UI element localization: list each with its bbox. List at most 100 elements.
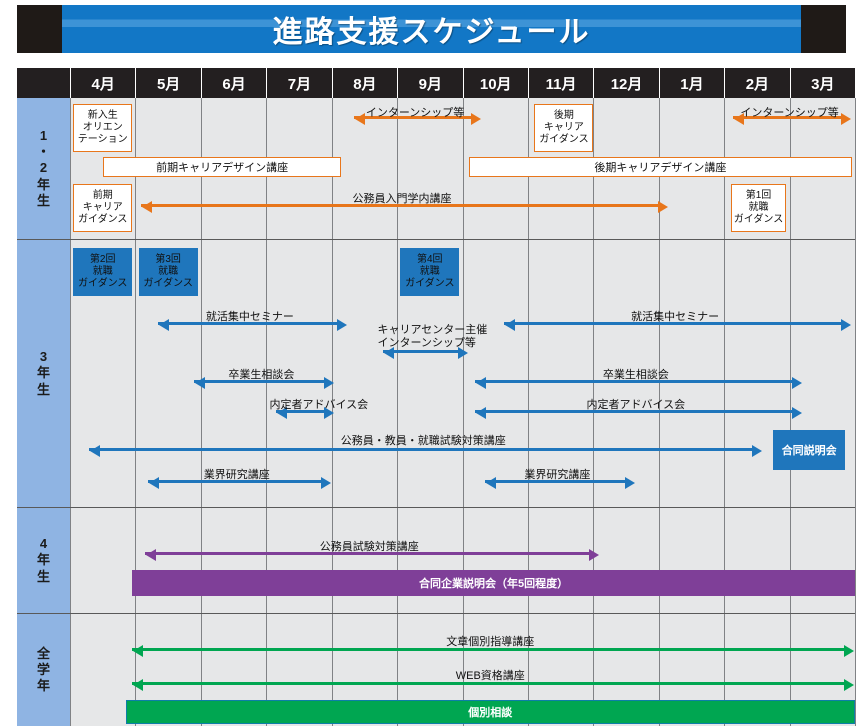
arrow-head-icon	[132, 645, 143, 657]
grid-line-5	[397, 98, 399, 726]
month-header-7: 10月	[462, 68, 528, 98]
grid-line-12	[855, 98, 856, 726]
schedule-item-box: 新入生オリエンテーション	[73, 104, 133, 152]
schedule-item-band: 前期キャリアデザイン講座	[102, 157, 342, 177]
arrow-head-icon	[471, 113, 482, 125]
arrow-head-icon	[148, 477, 159, 489]
schedule-item-arrow	[141, 204, 663, 207]
schedule-item-label: 就活集中セミナー	[631, 311, 720, 323]
schedule-item-arrow	[131, 648, 849, 651]
arrow-head-icon	[142, 201, 153, 213]
schedule-item-arrow	[275, 410, 329, 413]
arrow-head-icon	[505, 319, 516, 331]
month-header-1: 4月	[70, 68, 135, 98]
schedule-item-label: キャリアセンター主催インターンシップ等	[377, 324, 488, 349]
schedule-item-band: 後期キャリアデザイン講座	[469, 157, 852, 177]
arrow-head-icon	[194, 377, 205, 389]
schedule-item-label: 内定者アドバイス会	[269, 399, 369, 411]
arrow-head-icon	[840, 113, 851, 125]
schedule-item-label: 内定者アドバイス会	[586, 399, 686, 411]
arrow-head-icon	[476, 377, 487, 389]
schedule-item-solid-bar: 合同説明会	[773, 430, 846, 470]
schedule-item-arrow	[383, 350, 464, 353]
schedule-item-box: 第1回就職ガイダンス	[730, 184, 787, 232]
schedule-item-label: 卒業生相談会	[602, 369, 669, 381]
schedule-item-label: 公務員入門学内講座	[352, 193, 452, 205]
arrow-head-icon	[355, 113, 366, 125]
schedule-item-label: 合同企業説明会（年5回程度）	[419, 578, 569, 590]
schedule-item-arrow	[147, 480, 326, 483]
schedule-item-label: 業界研究講座	[524, 469, 591, 481]
arrow-head-icon	[90, 445, 101, 457]
arrow-head-icon	[323, 407, 334, 419]
schedule-item-label: 新入生オリエンテーション	[77, 110, 128, 145]
month-header-6: 9月	[397, 68, 462, 98]
schedule-item-arrow	[157, 322, 343, 325]
grid-line-1	[135, 98, 137, 726]
schedule-item-label: 公務員試験対策講座	[319, 541, 419, 553]
schedule-item-arrow	[733, 116, 846, 119]
schedule-item-arrow	[475, 410, 797, 413]
row-label-text-all: 全学年	[36, 645, 50, 694]
arrow-head-icon	[132, 679, 143, 691]
schedule-item-label: 業界研究講座	[203, 469, 270, 481]
schedule-item-label: 前期キャリアガイダンス	[78, 190, 128, 225]
arrow-head-icon	[657, 201, 668, 213]
month-header-11: 2月	[724, 68, 789, 98]
arrow-head-icon	[791, 377, 802, 389]
month-header-2: 5月	[135, 68, 200, 98]
schedule-item-label: 卒業生相談会	[228, 369, 295, 381]
schedule-item-arrow	[193, 380, 329, 383]
arrow-head-icon	[320, 477, 331, 489]
schedule-item-arrow	[89, 448, 758, 451]
schedule-item-label: 前期キャリアデザイン講座	[156, 162, 289, 174]
schedule-item-label: 第4回就職ガイダンス	[405, 254, 455, 289]
schedule-item-arrow	[475, 380, 797, 383]
grid-line-0	[70, 98, 71, 726]
schedule-item-box: 前期キャリアガイダンス	[73, 184, 133, 232]
arrow-head-icon	[624, 477, 635, 489]
schedule-item-label: 就活集中セミナー	[205, 311, 294, 323]
schedule-item-box: 第4回就職ガイダンス	[400, 248, 460, 296]
month-header-12: 3月	[789, 68, 855, 98]
row-label-all: 全学年	[17, 614, 70, 726]
arrow-head-icon	[734, 113, 745, 125]
schedule-item-label: 第1回就職ガイダンス	[733, 190, 784, 225]
month-header-4: 7月	[266, 68, 331, 98]
grid-line-3	[266, 98, 268, 726]
month-header-10: 1月	[658, 68, 724, 98]
arrow-head-icon	[485, 477, 496, 489]
schedule-item-box: 第2回就職ガイダンス	[73, 248, 133, 296]
schedule-item-box: 後期キャリアガイダンス	[534, 104, 594, 152]
arrow-head-icon	[337, 319, 348, 331]
title-banner: 進路支援スケジュール	[17, 5, 846, 53]
schedule-item-label: インターンシップ等	[740, 107, 839, 119]
schedule-item-label: 後期キャリアデザイン講座	[594, 162, 727, 174]
schedule-item-label: 合同説明会	[781, 445, 837, 457]
schedule-item-label: WEB資格講座	[455, 670, 525, 682]
schedule-item-solid-bar: 合同企業説明会（年5回程度）	[132, 570, 855, 596]
arrow-head-icon	[791, 407, 802, 419]
schedule-item-arrow	[131, 682, 849, 685]
schedule-item-arrow	[354, 116, 477, 119]
grid-line-6	[462, 98, 464, 726]
schedule-item-label: 第3回就職ガイダンス	[143, 254, 193, 289]
grid-line-2	[200, 98, 202, 726]
arrow-head-icon	[384, 347, 395, 359]
schedule-item-label: 公務員・教員・就職試験対策講座	[340, 435, 506, 447]
arrow-head-icon	[276, 407, 287, 419]
month-header-9: 12月	[593, 68, 658, 98]
